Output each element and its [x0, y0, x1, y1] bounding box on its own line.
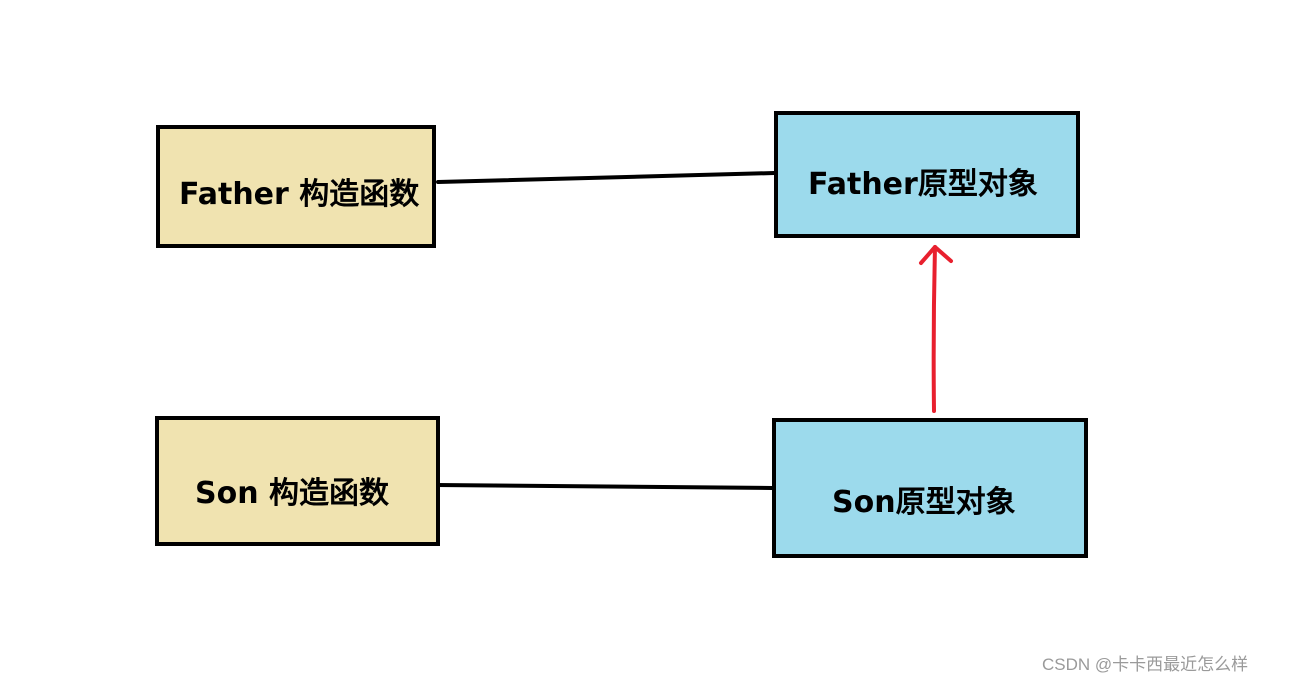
- edge-son-prototype-to-father-prototype: [931, 245, 937, 413]
- son-prototype-box: Son原型对象: [772, 418, 1088, 558]
- son-constructor-label: Son 构造函数: [195, 476, 390, 511]
- son-constructor-box: Son 构造函数: [155, 416, 440, 546]
- father-prototype-box: Father原型对象: [774, 111, 1080, 238]
- arrowhead-icon: [919, 245, 953, 265]
- father-prototype-label: Father原型对象: [808, 167, 1038, 202]
- father-constructor-box: Father 构造函数: [156, 125, 436, 248]
- watermark: CSDN @卡卡西最近怎么样: [1042, 655, 1249, 674]
- son-prototype-label: Son原型对象: [832, 485, 1016, 520]
- edge-father-constructor-to-prototype: [436, 171, 776, 184]
- edge-son-constructor-to-prototype: [434, 483, 774, 490]
- father-constructor-label: Father 构造函数: [179, 177, 420, 212]
